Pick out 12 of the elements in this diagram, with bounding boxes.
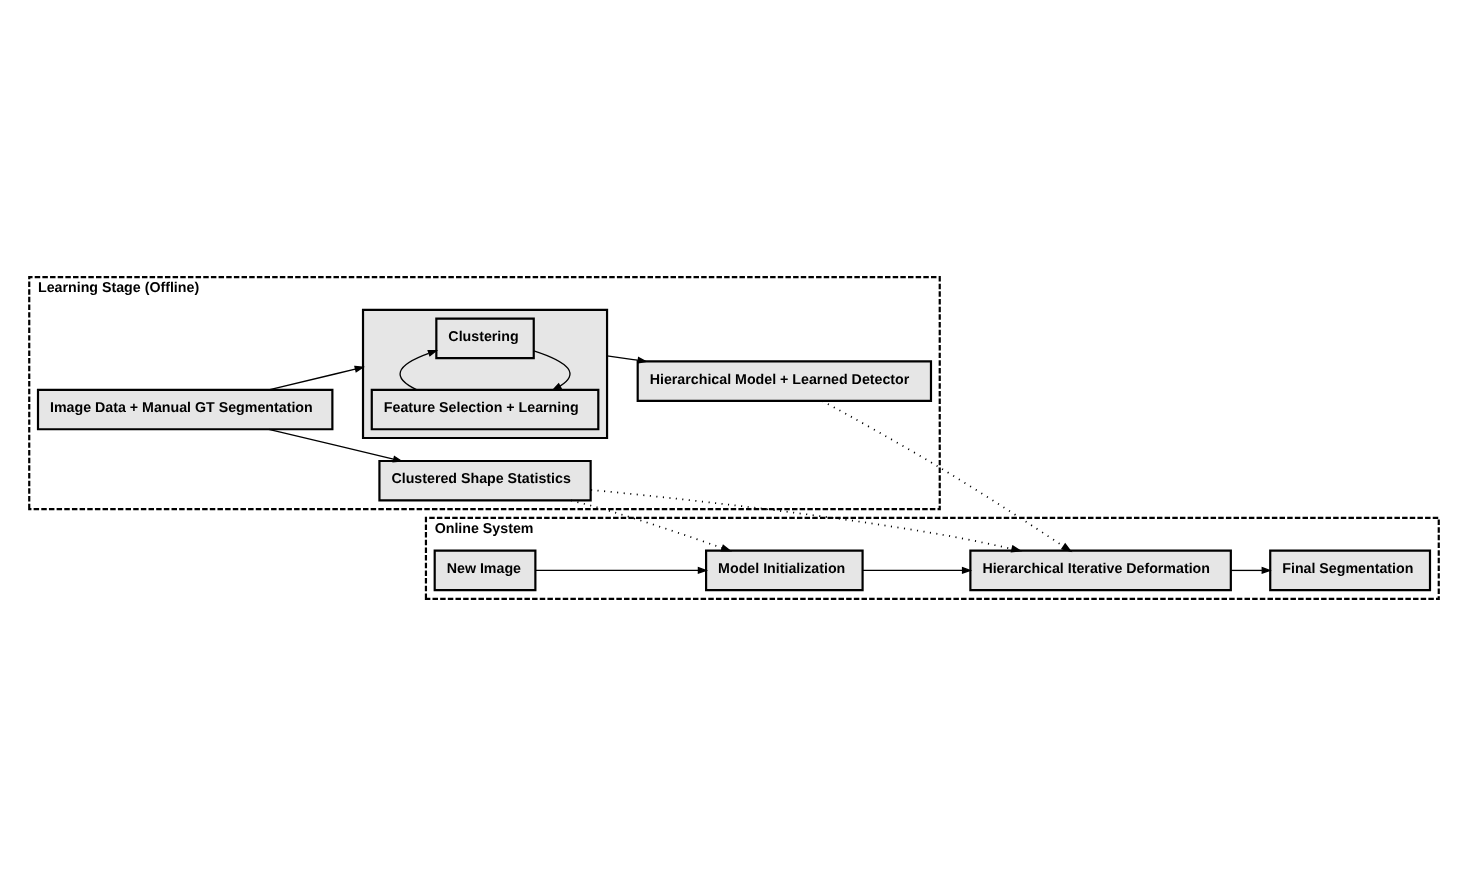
arrow: [606, 355, 648, 364]
arrow: [590, 489, 1023, 553]
arrow: [534, 566, 709, 575]
arrow: [862, 566, 973, 575]
arrow: [399, 350, 439, 391]
arrow: [821, 400, 1073, 553]
arrow: [570, 499, 733, 552]
arrow: [268, 428, 404, 463]
arrow: [533, 350, 571, 391]
cluster: [361, 308, 609, 440]
arrow: [268, 365, 365, 391]
arrow: [1230, 566, 1272, 575]
